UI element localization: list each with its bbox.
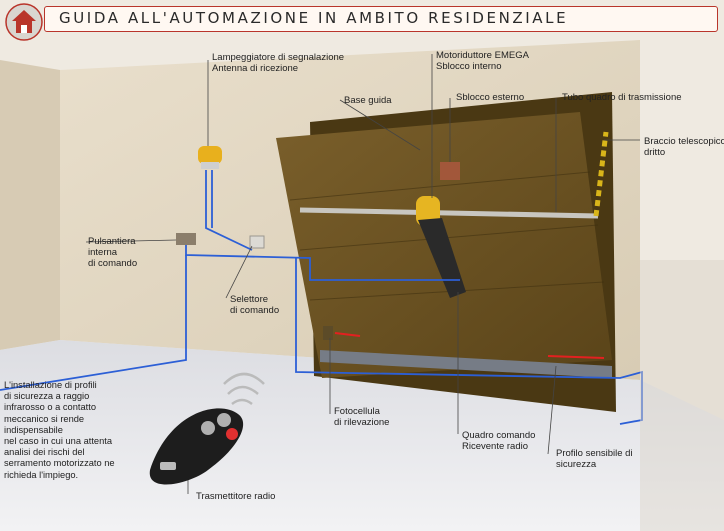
safety-note: L'installazione di profili di sicurezza … <box>4 380 124 481</box>
leader-lines <box>85 54 640 494</box>
remote-transmitter <box>149 408 244 485</box>
header-bar: GUIDA ALL'AUTOMAZIONE IN AMBITO RESIDENZ… <box>44 6 718 32</box>
transmission-tube <box>299 207 599 219</box>
label-line: Pulsantiera <box>88 236 136 247</box>
note-line: L'installazione di profili <box>4 380 97 390</box>
key-selector <box>249 235 265 249</box>
wiring <box>0 170 643 425</box>
label-line: Quadro comando <box>462 430 536 441</box>
house-icon <box>4 2 44 42</box>
label-base-guida: Base guida <box>344 95 392 106</box>
external-release <box>440 162 460 180</box>
label-line: Lampeggiatore di segnalazione <box>212 52 345 63</box>
page-edge <box>640 260 724 531</box>
flashing-lamp <box>198 146 222 164</box>
photocell <box>323 326 333 340</box>
motor-cover <box>416 196 440 226</box>
motor-body <box>418 218 466 298</box>
label-line: Braccio telescopico <box>644 136 724 147</box>
safety-edge <box>320 350 612 378</box>
label-line: dritto <box>644 147 666 158</box>
telescopic-arm <box>593 131 609 217</box>
note-line: infrarosso o a contatto <box>4 402 96 413</box>
note-line: serramento motorizzato ne <box>4 458 115 469</box>
label-trasmettitore: Trasmettitore radio <box>196 491 276 502</box>
label-line: Ricevente radio <box>462 441 529 452</box>
label-line: di comando <box>88 258 138 269</box>
left-wall <box>0 60 60 350</box>
label-line: di rilevazione <box>334 417 390 428</box>
note-line: di sicurezza a raggio <box>4 391 90 402</box>
label-sblocco-esterno: Sblocco esterno <box>456 92 525 103</box>
photocell-beam-2 <box>547 355 605 359</box>
label-line: sicurezza <box>556 459 597 470</box>
label-pulsantiera: Pulsantiera interna di comando <box>88 236 137 269</box>
label-lampeggiatore: Lampeggiatore di segnalazione Antenna di… <box>212 52 344 74</box>
label-profilo: Profilo sensibile di sicurezza <box>556 448 633 470</box>
note-line: richieda l'impiego. <box>4 469 79 480</box>
note-line: analisi dei rischi del <box>4 447 85 458</box>
label-fotocellula: Fotocellula di rilevazione <box>334 406 389 428</box>
page-title: GUIDA ALL'AUTOMAZIONE IN AMBITO RESIDENZ… <box>59 9 569 27</box>
note-line: meccanico si rende <box>4 413 85 424</box>
label-line: Selettore <box>230 294 269 305</box>
label-line: Antenna di ricezione <box>212 63 299 74</box>
label-line: di comando <box>230 305 280 316</box>
label-line: Motoriduttore EMEGA <box>436 50 529 61</box>
note-line: indispensabile <box>4 424 63 435</box>
radio-waves <box>223 372 265 406</box>
label-line: Sblocco interno <box>436 61 502 72</box>
photocell-beam <box>334 332 361 337</box>
label-line: Fotocellula <box>334 406 380 417</box>
label-quadro-comando: Quadro comando Ricevente radio <box>462 430 535 452</box>
label-line: Profilo sensibile di <box>556 448 633 459</box>
lamp-base <box>201 162 219 169</box>
push-button-panel <box>176 233 196 245</box>
note-line: nel caso in cui una attenta <box>4 436 113 447</box>
label-motoriduttore: Motoriduttore EMEGA Sblocco interno <box>436 50 529 72</box>
label-line: interna <box>88 247 118 258</box>
label-selettore: Selettore di comando <box>230 294 279 316</box>
label-braccio: Braccio telescopico dritto <box>644 136 724 158</box>
label-tubo-quadro: Tubo quadro di trasmissione <box>562 92 682 103</box>
